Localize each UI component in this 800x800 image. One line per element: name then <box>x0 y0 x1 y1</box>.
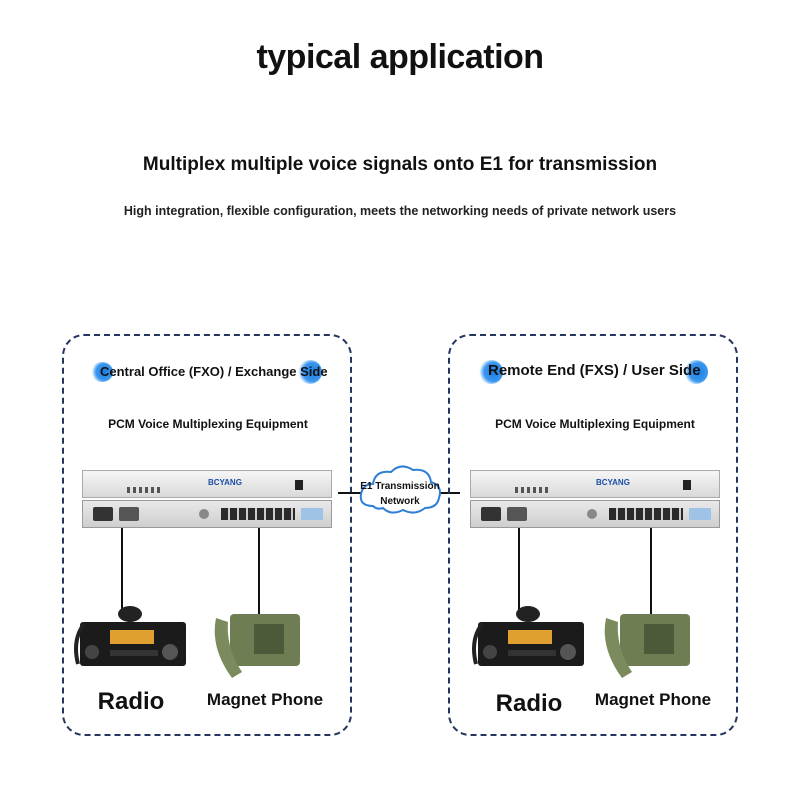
left-pcm-device-rear <box>82 500 332 528</box>
right-radio-cable <box>518 528 520 618</box>
right-accent-blob-start <box>479 360 503 384</box>
bnc-port <box>199 509 209 519</box>
e1-connector <box>507 507 527 521</box>
left-radio-image <box>74 606 186 666</box>
bnc-port <box>587 509 597 519</box>
left-equipment-label: PCM Voice Multiplexing Equipment <box>108 417 308 431</box>
status-leds <box>515 487 549 493</box>
power-socket <box>93 507 113 521</box>
page-title: typical application <box>256 38 544 76</box>
left-magnet-phone-image <box>214 614 300 678</box>
central-office-label: Central Office (FXO) / Exchange Side <box>100 364 328 379</box>
page-subtitle: Multiplex multiple voice signals onto E1… <box>142 154 658 175</box>
left-pcm-device-front: BCYANG <box>82 470 332 498</box>
left-accent-blob-start <box>91 362 113 382</box>
left-radio-caption: Radio <box>97 688 165 715</box>
right-phone-cable <box>650 528 652 618</box>
status-leds <box>127 487 161 493</box>
right-pcm-device-front: BCYANG <box>470 470 720 498</box>
right-accent-blob-end <box>684 360 708 384</box>
phone-ports <box>609 508 683 520</box>
left-phone-caption: Magnet Phone <box>206 690 324 709</box>
right-equipment-label: PCM Voice Multiplexing Equipment <box>495 417 695 431</box>
central-office-panel <box>62 334 352 736</box>
right-e1-link <box>434 492 460 494</box>
e1-network-cloud <box>359 465 441 514</box>
right-phone-caption: Magnet Phone <box>594 690 712 709</box>
left-radio-cable <box>121 528 123 618</box>
phone-ports <box>221 508 295 520</box>
left-brand-logo: BCYANG <box>208 478 242 487</box>
power-switch <box>683 480 691 490</box>
right-brand-logo: BCYANG <box>596 478 630 487</box>
remote-end-label: Remote End (FXS) / User Side <box>488 362 701 379</box>
power-switch <box>295 480 303 490</box>
network-label-line1: E1 Transmission <box>360 481 440 492</box>
e1-connector <box>119 507 139 521</box>
remote-end-panel <box>448 334 738 736</box>
right-magnet-phone-image <box>604 614 690 678</box>
left-e1-link <box>338 492 364 494</box>
right-radio-caption: Radio <box>495 690 563 717</box>
left-phone-cable <box>258 528 260 618</box>
page-tagline: High integration, flexible configuration… <box>123 204 677 218</box>
device-sticker <box>301 508 323 520</box>
power-socket <box>481 507 501 521</box>
right-pcm-device-rear <box>470 500 720 528</box>
left-accent-blob-end <box>298 360 322 384</box>
right-radio-image <box>472 606 584 666</box>
device-sticker <box>689 508 711 520</box>
network-label-line2: Network <box>380 496 420 507</box>
